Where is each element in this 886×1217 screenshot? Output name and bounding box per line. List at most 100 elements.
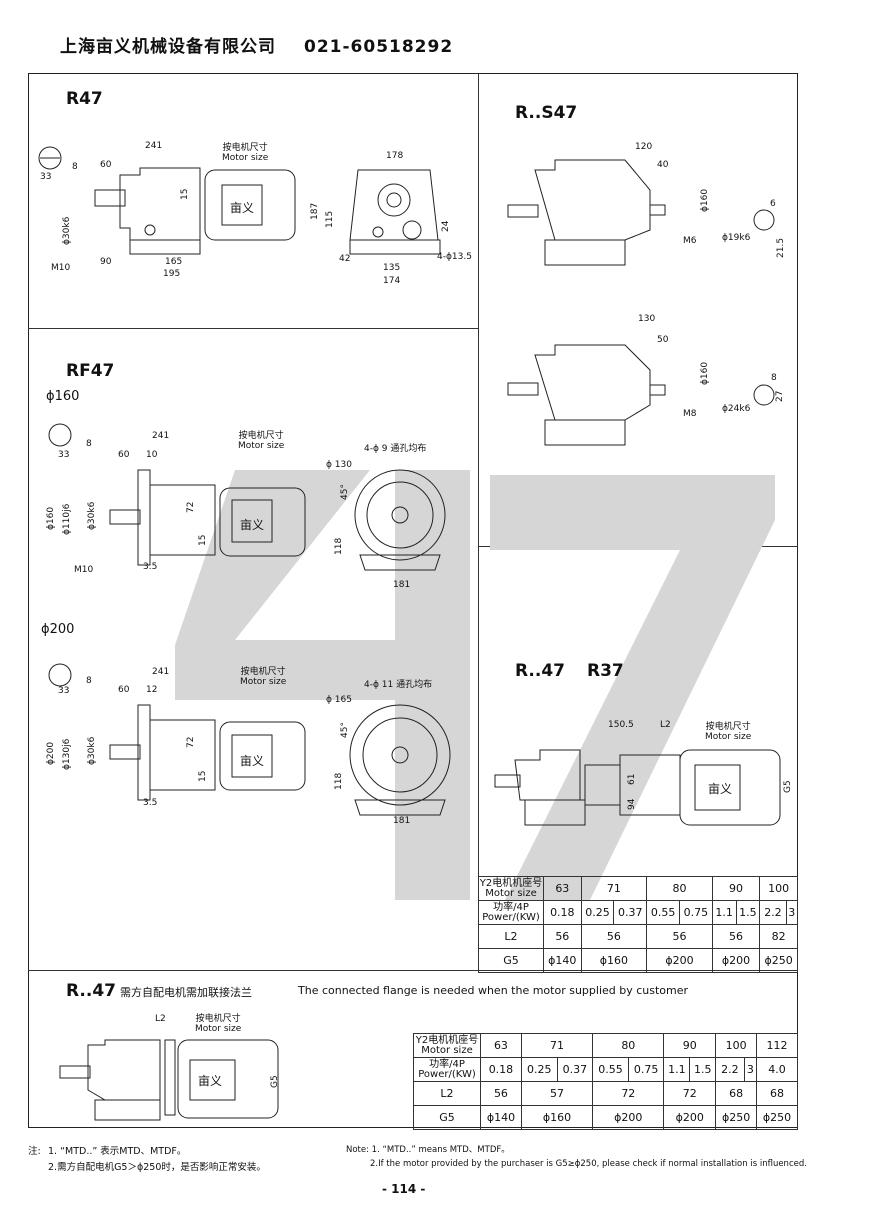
r47-shaft: ϕ30k6 [62, 216, 72, 245]
divider-vertical [478, 73, 479, 970]
r47-dim-k: 174 [383, 276, 401, 286]
rf47-v200-t: 3.5 [143, 798, 158, 808]
company-phone: 021-60518292 [304, 37, 454, 57]
r47-dim-d: 33 [40, 172, 52, 182]
note-en-2: 2.If the motor provided by the purchaser… [370, 1159, 807, 1169]
rf47-v200-ang: 45° [340, 722, 350, 738]
rf47-v160-h: 118 [334, 537, 344, 555]
rs47-title: R..S47 [515, 103, 578, 123]
table-row: G5 ϕ140 ϕ160 ϕ200 ϕ200 ϕ250 [478, 948, 798, 973]
rs47-key2: 8 [771, 373, 777, 383]
rf47-v160-f1: ϕ160 [46, 506, 56, 530]
table-row: L2 56 57 72 72 68 68 [413, 1081, 798, 1106]
rf47-v160-key: 8 [86, 439, 92, 449]
r47-dim-i: 42 [339, 254, 351, 264]
r47-dim-j: 135 [383, 263, 401, 273]
rf47-v200-brand: 亩义 [240, 754, 265, 768]
r47-dim-g: 165 [165, 257, 183, 267]
r47-title: R47 [66, 89, 103, 109]
note-en-1: Note: 1. “MTD..” means MTD、MTDF。 [346, 1145, 510, 1155]
rf47-v160-label: ϕ160 [46, 389, 80, 404]
rs47-shaft2: ϕ24k6 [722, 404, 751, 414]
bottom-title: R..47 [66, 981, 116, 1001]
rf47-v200-a: 241 [152, 667, 170, 677]
note-cn-1: 1. “MTD..” 表示MTD、MTDF。 [48, 1146, 187, 1157]
r47r37-dim-h2: 94 [627, 798, 637, 810]
rs47-thread2: M8 [683, 409, 697, 419]
rs47-thread1: M6 [683, 236, 697, 246]
r47-dim-b: 60 [100, 160, 112, 170]
rs47-kh2: 27 [775, 390, 785, 402]
rf47-title: RF47 [66, 361, 115, 381]
rf47-v200-f2: ϕ130j6 [62, 738, 72, 770]
r47r37-dim-a: 150.5 [608, 720, 634, 730]
rs47-shaft1: ϕ19k6 [722, 233, 751, 243]
bottom-dim-l2: L2 [155, 1014, 166, 1024]
rf47-v200-c: 12 [146, 685, 158, 695]
rf47-v160-thread: M10 [74, 565, 94, 575]
rf47-v200-w: 181 [393, 816, 411, 826]
table-row: G5 ϕ140 ϕ160 ϕ200 ϕ200 ϕ250 ϕ250 [413, 1105, 798, 1130]
rf47-v160-a: 241 [152, 431, 170, 441]
rs47-flange1: ϕ160 [700, 188, 710, 212]
r47-dim-c: 8 [72, 162, 78, 172]
page-header: 上海亩义机械设备有限公司 021-60518292 [60, 32, 453, 57]
bottom-brand: 亩义 [198, 1074, 223, 1088]
rs47-flange2: ϕ160 [700, 361, 710, 385]
table-row-label: G5 [478, 948, 544, 973]
r47-thread: M10 [51, 263, 71, 273]
r47r37-dim-l2: L2 [660, 720, 671, 730]
r47r37-title-b: R37 [587, 661, 624, 681]
rf47-v160-b: 60 [118, 450, 130, 460]
r47-brand: 亩义 [230, 201, 255, 215]
rf47-v200-pcd: ϕ 165 [326, 695, 352, 705]
divider-bottom [28, 970, 798, 971]
rf47-v160-c: 10 [146, 450, 158, 460]
rf47-v200-holes: 4-ϕ 11 通孔均布 [364, 680, 433, 690]
r47-dim-w: 178 [386, 151, 404, 161]
rs47-dim-b2: 50 [657, 335, 669, 345]
r47-dim-h3: 115 [325, 210, 335, 228]
r47r37-brand: 亩义 [708, 782, 733, 796]
rf47-v160-d: 33 [58, 450, 70, 460]
rf47-v160-f2: ϕ110j6 [62, 503, 72, 535]
r47-dim-f: 90 [100, 257, 112, 267]
rf47-v200-label: ϕ200 [41, 622, 75, 637]
note-cn-prefix: 注: [28, 1146, 41, 1157]
r47-dim-h4: 24 [441, 220, 451, 232]
r47-dim-h: 195 [163, 269, 181, 279]
rf47-v200-key: 8 [86, 676, 92, 686]
rf47-v160-brand: 亩义 [240, 518, 265, 532]
rs47-dim-a2: 130 [638, 314, 656, 324]
rf47-v160-t: 3.5 [143, 562, 158, 572]
rf47-v160-w: 181 [393, 580, 411, 590]
r47-holes: 4-ϕ13.5 [437, 252, 472, 262]
rf47-v160-holes: 4-ϕ 9 通孔均布 [364, 444, 427, 454]
rf47-v160-f3: ϕ30k6 [87, 501, 97, 530]
bottom-note-en: The connected flange is needed when the … [298, 984, 689, 997]
table-row-label: L2 [413, 1081, 481, 1106]
company-name: 上海亩义机械设备有限公司 [60, 37, 276, 57]
rf47-v200-b: 60 [118, 685, 130, 695]
rs47-dim-a1: 120 [635, 142, 653, 152]
rf47-v200-f1: ϕ200 [46, 741, 56, 765]
rs47-kh1: 21.5 [776, 237, 786, 258]
table-row: L2 56 56 56 56 82 [478, 924, 798, 949]
rf47-v160-ang: 45° [340, 484, 350, 500]
r47-dim-a: 241 [145, 141, 163, 151]
rf47-v200-f3: ϕ30k6 [87, 736, 97, 765]
